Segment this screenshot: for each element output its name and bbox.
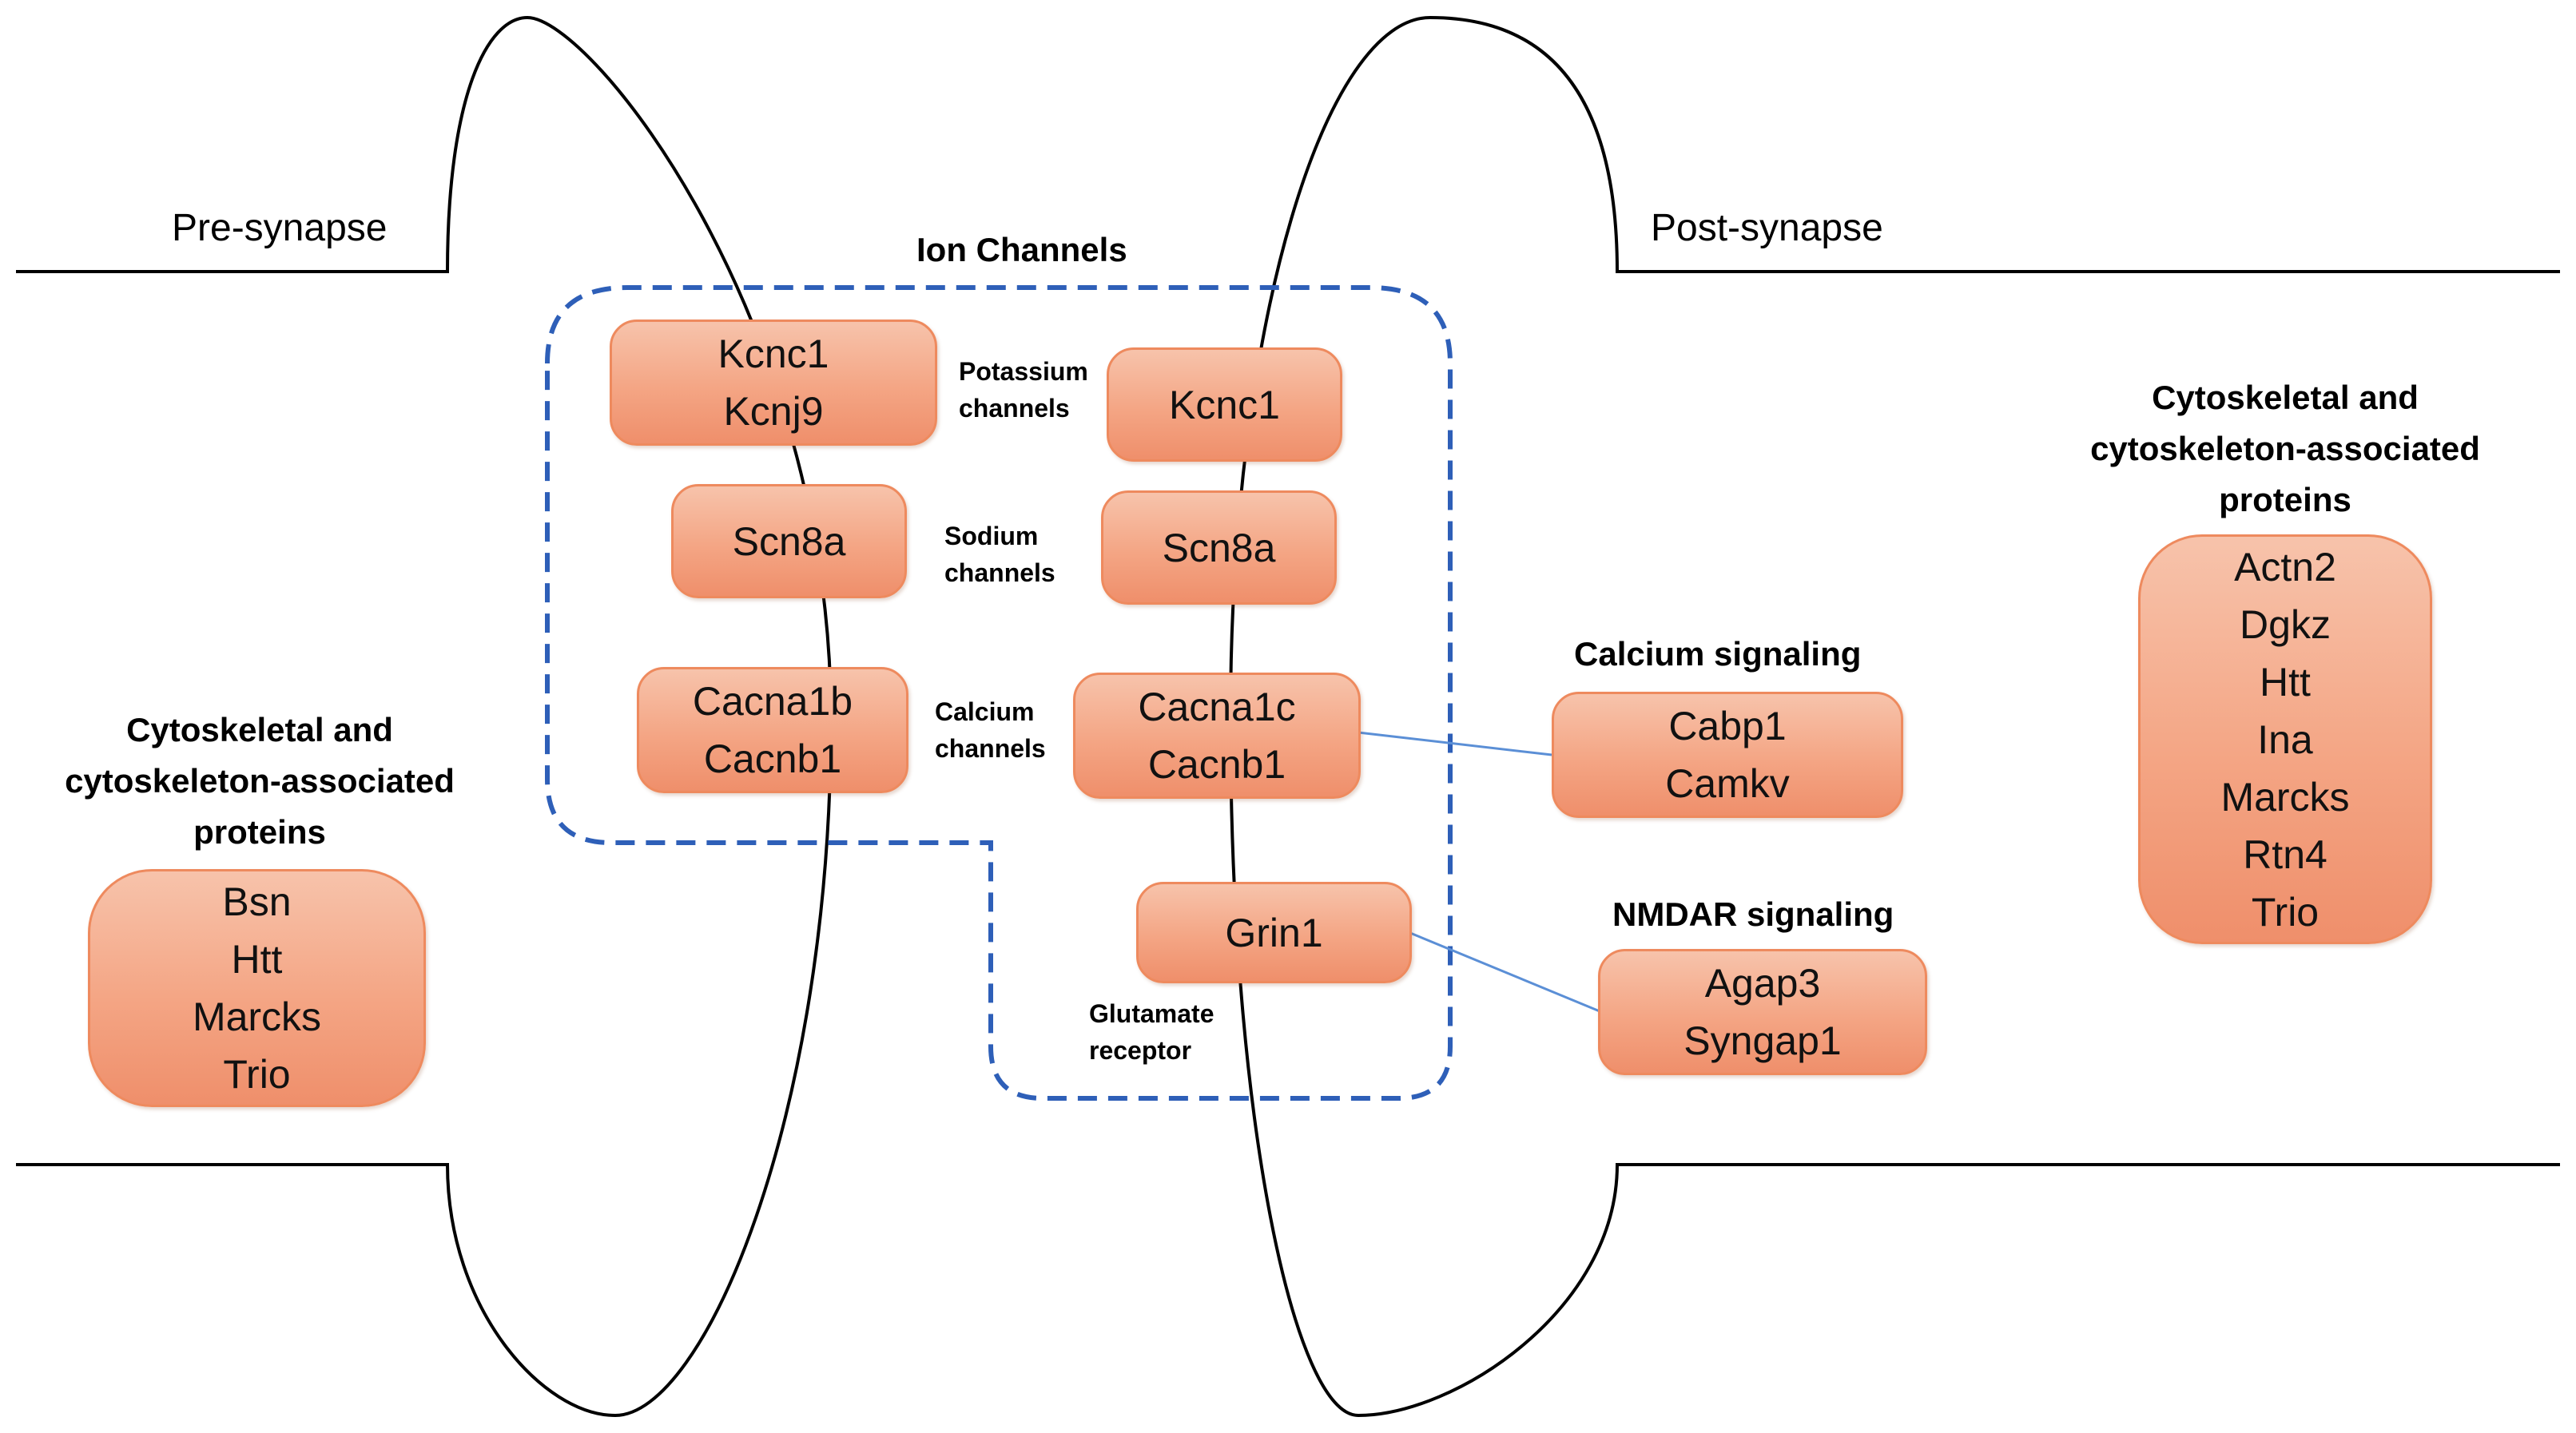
gene-label: Trio (223, 1052, 291, 1097)
gene-label: Cacnb1 (703, 736, 842, 781)
gene-label: Marcks (192, 994, 322, 1039)
post-potassium-box: Kcnc1 (1107, 347, 1342, 462)
gene-label: Bsn (222, 879, 292, 924)
pre-potassium-box: Kcnc1 Kcnj9 (610, 320, 937, 446)
gene-label: Rtn4 (2243, 832, 2328, 877)
gene-label: Cacna1c (1138, 685, 1296, 729)
nmdar-signaling-title: NMDAR signaling (1612, 895, 1894, 933)
post-cytoskeletal-title: Cytoskeletal and cytoskeleton-associated… (2090, 379, 2480, 518)
gene-label: Camkv (1665, 761, 1790, 806)
ion-channels-title: Ion Channels (916, 231, 1127, 268)
potassium-channels-label: Potassium channels (959, 357, 1088, 423)
grin1-box: Grin1 (1136, 882, 1412, 983)
post-cytoskeletal-box: Actn2 Dgkz Htt Ina Marcks Rtn4 Trio (2138, 534, 2432, 944)
gene-label: Syngap1 (1684, 1018, 1842, 1063)
gene-label: Actn2 (2234, 544, 2336, 589)
gene-label: Marcks (2220, 774, 2350, 820)
post-calcium-box: Cacna1c Cacnb1 (1073, 673, 1361, 799)
glutamate-receptor-label: Glutamate receptor (1089, 999, 1214, 1065)
post-synapse-label: Post-synapse (1651, 207, 1883, 249)
calcium-connector (1358, 731, 1552, 756)
gene-label: Agap3 (1704, 961, 1821, 1006)
gene-label: Cabp1 (1668, 704, 1787, 748)
pre-synapse-label: Pre-synapse (172, 207, 388, 249)
gene-label: Dgkz (2240, 601, 2331, 647)
gene-label: Htt (2260, 659, 2311, 705)
gene-label: Htt (231, 937, 283, 982)
gene-label: Scn8a (1162, 525, 1276, 570)
gene-label: Trio (2251, 889, 2320, 935)
gene-label: Kcnj9 (723, 389, 824, 434)
gene-label: Scn8a (732, 518, 846, 564)
nmdar-connector (1409, 931, 1600, 1013)
gene-label: Kcnc1 (1169, 382, 1280, 427)
pre-cytoskeletal-title: Cytoskeletal and cytoskeleton-associated… (65, 711, 455, 851)
pre-sodium-box: Scn8a (671, 484, 907, 598)
calcium-signaling-title: Calcium signaling (1574, 635, 1862, 673)
gene-label: Cacnb1 (1147, 742, 1286, 787)
calcium-signaling-box: Cabp1 Camkv (1552, 692, 1903, 818)
pre-calcium-box: Cacna1b Cacnb1 (637, 667, 908, 793)
nmdar-signaling-box: Agap3 Syngap1 (1598, 949, 1927, 1075)
sodium-channels-label: Sodium channels (944, 522, 1055, 587)
ion-channels-outline (545, 285, 1453, 1101)
gene-label: Ina (2257, 716, 2313, 762)
calcium-channels-label: Calcium channels (935, 697, 1046, 763)
pre-cytoskeletal-box: Bsn Htt Marcks Trio (88, 869, 426, 1107)
gene-label: Grin1 (1225, 910, 1323, 955)
post-sodium-box: Scn8a (1101, 490, 1337, 605)
gene-label: Kcnc1 (718, 331, 829, 376)
gene-label: Cacna1b (692, 679, 853, 724)
